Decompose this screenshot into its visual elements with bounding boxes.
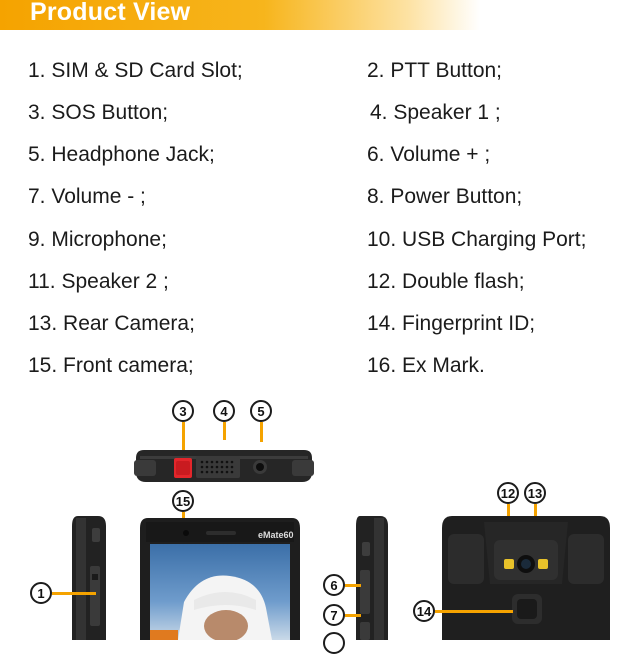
leader-line — [182, 422, 185, 460]
leader-line — [260, 422, 263, 442]
feature-item: 6. Volume + ; — [367, 143, 491, 166]
section-banner: Product View — [0, 0, 480, 30]
feature-item: 7. Volume - ; — [28, 185, 146, 208]
feature-item: 14. Fingerprint ID; — [367, 312, 536, 335]
section-title: Product View — [30, 0, 191, 26]
feature-item: 11. Speaker 2 ; — [28, 270, 169, 293]
callout-badge: 12 — [497, 482, 519, 504]
feature-item: 10. USB Charging Port; — [367, 228, 587, 251]
feature-item: 15. Front camera; — [28, 354, 194, 377]
callout-badge: 15 — [172, 490, 194, 512]
feature-item: 9. Microphone; — [28, 228, 167, 251]
feature-item: 13. Rear Camera; — [28, 312, 195, 335]
leader-line — [223, 422, 226, 440]
feature-item: 12. Double flash; — [367, 270, 525, 293]
feature-item: 1. SIM & SD Card Slot; — [28, 59, 243, 82]
feature-item: 4. Speaker 1 ; — [370, 101, 501, 124]
device-brand-label: eMate60 — [258, 530, 294, 540]
feature-item: 16. Ex Mark. — [367, 354, 485, 377]
device-back-view — [442, 516, 610, 640]
device-right-side-view — [356, 516, 388, 640]
callout-badge: 1 — [30, 582, 52, 604]
device-front-view — [140, 518, 300, 640]
callout-badge: 7 — [323, 604, 345, 626]
leader-line — [345, 584, 361, 587]
callout-badge: 3 — [172, 400, 194, 422]
device-top-view — [134, 450, 314, 482]
feature-item: 3. SOS Button; — [28, 101, 169, 124]
feature-item: 5. Headphone Jack; — [28, 143, 215, 166]
callout-badge — [323, 632, 345, 654]
leader-line — [52, 592, 96, 595]
callout-badge: 4 — [213, 400, 235, 422]
callout-badge: 6 — [323, 574, 345, 596]
feature-item: 2. PTT Button; — [367, 59, 503, 82]
callout-badge: 5 — [250, 400, 272, 422]
leader-line — [435, 610, 513, 613]
device-left-side-view — [72, 516, 106, 640]
feature-item: 8. Power Button; — [367, 185, 523, 208]
callout-badge: 13 — [524, 482, 546, 504]
callout-badge: 14 — [413, 600, 435, 622]
leader-line — [345, 614, 361, 617]
